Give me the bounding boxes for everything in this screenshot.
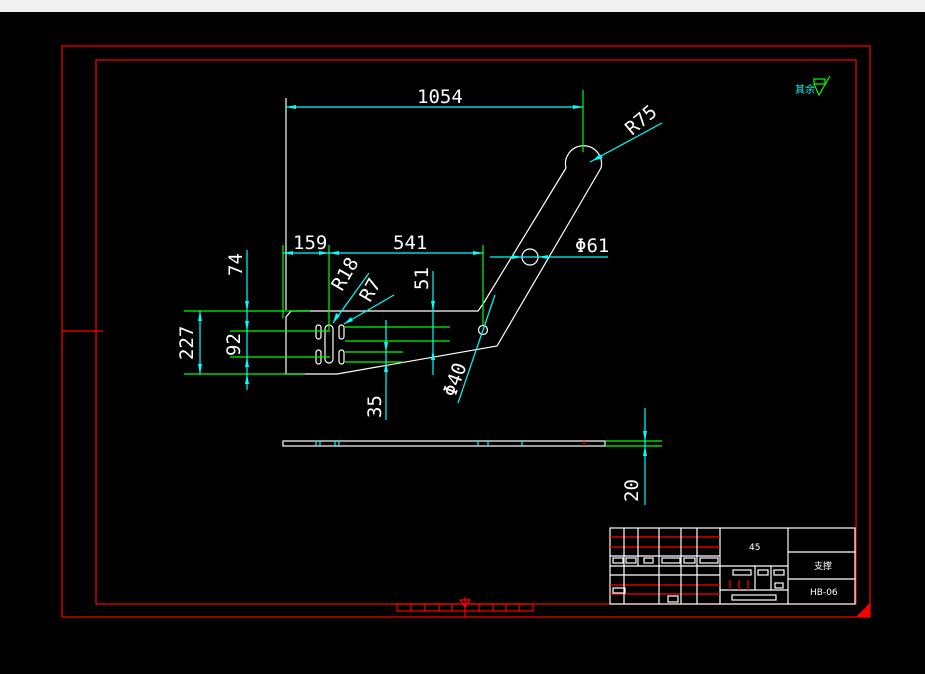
window-top-bar — [0, 0, 925, 12]
part-outline — [285, 145, 603, 375]
title-drawing-number: HB-06 — [810, 588, 838, 598]
title-part-name: 支撑 — [814, 560, 832, 572]
title-block: 45 支撑 HB-06 — [609, 527, 856, 605]
dim-20: 20 — [621, 479, 643, 502]
corner-mark — [856, 603, 870, 617]
scale-strip — [396, 597, 534, 617]
dim-1054: 1054 — [417, 86, 463, 108]
surface-roughness-note: 其余 — [795, 75, 831, 97]
dim-541: 541 — [393, 232, 427, 254]
dim-74: 74 — [225, 253, 247, 276]
inner-frame — [95, 59, 857, 605]
dim-phi61: Φ61 — [575, 235, 609, 257]
dim-r75: R75 — [621, 101, 661, 140]
extension-lines — [184, 90, 584, 375]
dim-r7: R7 — [355, 275, 385, 306]
dim-227: 227 — [176, 326, 198, 360]
dim-phi40: Φ40 — [439, 360, 471, 400]
dim-92: 92 — [223, 333, 245, 356]
dim-51: 51 — [411, 267, 433, 290]
dimension-lines — [198, 105, 663, 456]
dim-35: 35 — [364, 395, 386, 418]
title-material: 45 — [749, 543, 760, 553]
dim-159: 159 — [293, 232, 327, 254]
side-view — [282, 408, 662, 505]
surface-note-label: 其余 — [795, 83, 815, 96]
